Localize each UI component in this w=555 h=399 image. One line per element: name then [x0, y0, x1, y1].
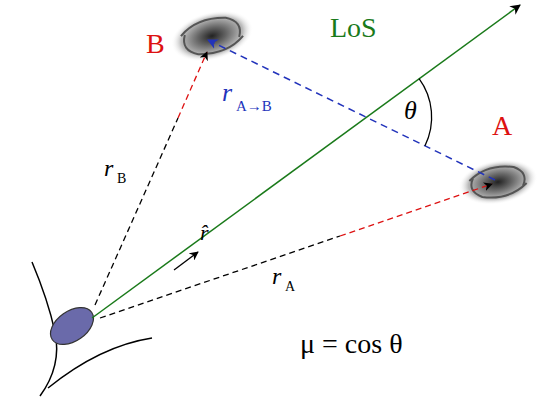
- unit-vector-label: r̂: [200, 222, 209, 244]
- position-vector: [100, 236, 340, 318]
- vector-subscript: A: [285, 280, 295, 294]
- galaxy-a: [455, 153, 541, 210]
- unit-vector: [174, 252, 198, 270]
- vector-label: r: [272, 264, 281, 288]
- position-vector: [95, 118, 178, 305]
- galaxy-b: [165, 2, 259, 70]
- axis-label: LoS: [330, 14, 377, 42]
- observer-eye: [32, 262, 152, 396]
- position-vector: [178, 52, 207, 118]
- formula: μ = cos θ: [300, 330, 403, 358]
- vector-label: r: [104, 156, 113, 180]
- angle-label: θ: [404, 98, 417, 124]
- separation-vector: [208, 40, 495, 180]
- position-vector: [340, 184, 492, 236]
- vector-label: r: [222, 80, 232, 106]
- galaxy-label: A: [492, 112, 512, 140]
- angle-arc: [419, 79, 432, 146]
- line-of-sight: [92, 5, 520, 318]
- vector-subscript: B: [117, 172, 126, 186]
- vector-subscript: A→B: [236, 99, 272, 114]
- galaxy-label: B: [146, 30, 165, 58]
